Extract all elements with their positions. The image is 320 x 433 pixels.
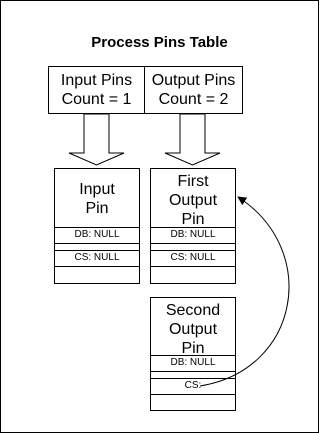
first-output-pin-db: DB: NULL bbox=[170, 229, 216, 240]
divider bbox=[151, 227, 235, 228]
first-output-pin-title-line2: Output bbox=[168, 192, 218, 209]
second-output-pin-title-line2: Output bbox=[168, 321, 218, 338]
second-output-pin-cs: CS: bbox=[184, 380, 202, 391]
divider bbox=[55, 243, 139, 244]
first-output-pin-title-line3: Pin bbox=[181, 211, 205, 228]
input-pin-title: Input Pin bbox=[55, 180, 139, 218]
second-output-pin-title: Second Output Pin bbox=[151, 301, 235, 358]
diagram-title: Process Pins Table bbox=[91, 34, 228, 51]
first-output-pin-title-line1: First bbox=[177, 173, 209, 190]
input-pins-count: Count = 1 bbox=[61, 91, 132, 108]
divider bbox=[151, 250, 235, 251]
output-pins-count: Count = 2 bbox=[158, 91, 229, 108]
divider bbox=[151, 243, 235, 244]
divider bbox=[55, 250, 139, 251]
second-output-pin-box: Second Output Pin DB: NULL CS: bbox=[150, 297, 236, 411]
first-output-pin-box: First Output Pin DB: NULL CS: NULL bbox=[150, 168, 236, 284]
first-output-pin-cs: CS: NULL bbox=[170, 252, 216, 263]
divider bbox=[151, 378, 235, 379]
divider bbox=[151, 355, 235, 356]
input-pin-title-line1: Input bbox=[79, 181, 115, 198]
second-output-pin-title-line1: Second bbox=[165, 302, 221, 319]
input-pins-header: Input Pins Count = 1 bbox=[48, 66, 145, 114]
divider bbox=[55, 266, 139, 267]
input-pin-cs: CS: NULL bbox=[74, 252, 120, 263]
input-pins-label: Input Pins bbox=[60, 72, 133, 89]
second-output-pin-title-line3: Pin bbox=[181, 340, 205, 357]
input-pin-box: Input Pin DB: NULL CS: NULL bbox=[54, 168, 140, 284]
divider bbox=[151, 266, 235, 267]
output-pins-header: Output Pins Count = 2 bbox=[144, 66, 243, 114]
divider bbox=[55, 227, 139, 228]
input-pin-title-line2: Pin bbox=[85, 200, 109, 217]
divider bbox=[151, 394, 235, 395]
divider bbox=[151, 371, 235, 372]
output-pins-label: Output Pins bbox=[151, 72, 236, 89]
second-output-pin-db: DB: NULL bbox=[170, 357, 216, 368]
input-pin-db: DB: NULL bbox=[74, 229, 120, 240]
first-output-pin-title: First Output Pin bbox=[151, 172, 235, 229]
